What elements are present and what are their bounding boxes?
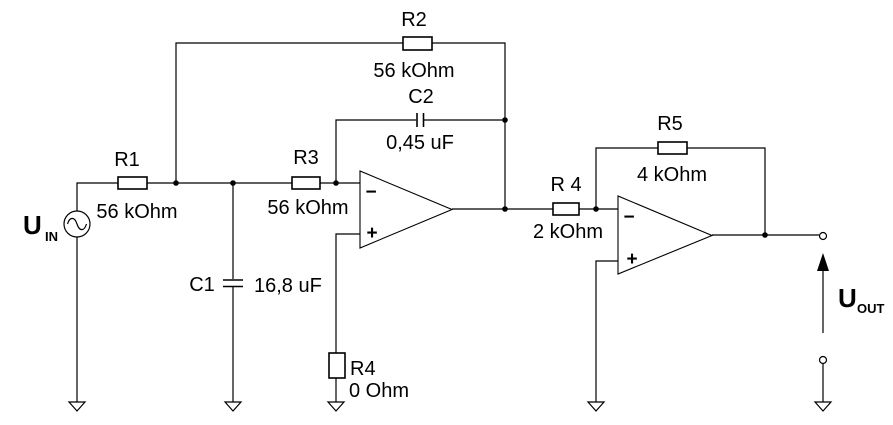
- opamp2-symbol: − +: [617, 195, 714, 275]
- ground-icon-source: [67, 401, 87, 412]
- r3-label: R3: [293, 147, 319, 169]
- r4-ground-value: 0 Ohm: [349, 380, 409, 402]
- resistor-r3-body: [291, 176, 321, 190]
- labels: R1 56 kOhm R2 56 kOhm R3 56 kOhm C2 0,45…: [23, 9, 885, 402]
- opamp1-noninverting-pin: +: [366, 223, 377, 244]
- uout-arrow-icon: [817, 253, 829, 333]
- r4-series-value: 2 kOhm: [533, 221, 603, 243]
- uin-subscript: IN: [45, 229, 58, 244]
- wires: [76, 42, 824, 402]
- r4-ground-label: R4: [350, 358, 376, 380]
- wire-opamp1-plus: [335, 233, 360, 402]
- c2-value: 0,45 uF: [386, 132, 454, 154]
- uin-label: U: [23, 210, 42, 240]
- resistor-r2-body: [402, 36, 433, 51]
- r3-value: 56 kOhm: [267, 197, 348, 219]
- ground-symbols: [67, 401, 833, 412]
- resistor-r4-series-body: [552, 202, 580, 216]
- capacitor-c1-plates: [223, 279, 243, 288]
- wire-c2-feedback: [335, 119, 505, 183]
- uout-label: U: [838, 283, 857, 313]
- wire-r2-feedback: [175, 42, 506, 209]
- wire-opamp2-plus: [595, 260, 618, 402]
- c2-label: C2: [408, 86, 434, 108]
- r2-label: R2: [401, 9, 427, 31]
- r4-series-label: R 4: [550, 174, 581, 196]
- resistor-r4-ground-body: [328, 352, 346, 379]
- ground-icon-opamp2: [586, 401, 606, 412]
- r2-value: 56 kOhm: [373, 60, 454, 82]
- junction-dots: [173, 117, 768, 238]
- c1-label: C1: [189, 274, 215, 296]
- wire-input-line: [76, 182, 360, 211]
- opamp2-noninverting-pin: +: [626, 249, 637, 270]
- sine-icon: [66, 217, 88, 231]
- c1-value: 16,8 uF: [254, 275, 322, 297]
- ground-icon-r4: [326, 401, 346, 412]
- r1-label: R1: [114, 149, 140, 171]
- opamp1-inverting-pin: −: [365, 182, 376, 203]
- ground-icon-c1: [223, 401, 243, 412]
- capacitor-c2-plates: [416, 113, 425, 127]
- resistor-r5-body: [657, 141, 688, 155]
- r1-value: 56 kOhm: [96, 201, 177, 223]
- uout-subscript: OUT: [857, 301, 885, 316]
- r5-value: 4 kOhm: [637, 164, 707, 186]
- opamp2-inverting-pin: −: [623, 207, 634, 228]
- resistor-r1-body: [117, 176, 148, 190]
- output-terminal-top: [818, 231, 828, 241]
- ground-icon-output: [813, 401, 833, 412]
- opamp1-symbol: − +: [359, 170, 454, 249]
- r5-label: R5: [657, 113, 683, 135]
- output-terminal-bottom: [818, 355, 828, 365]
- ac-source-symbol: [63, 210, 91, 238]
